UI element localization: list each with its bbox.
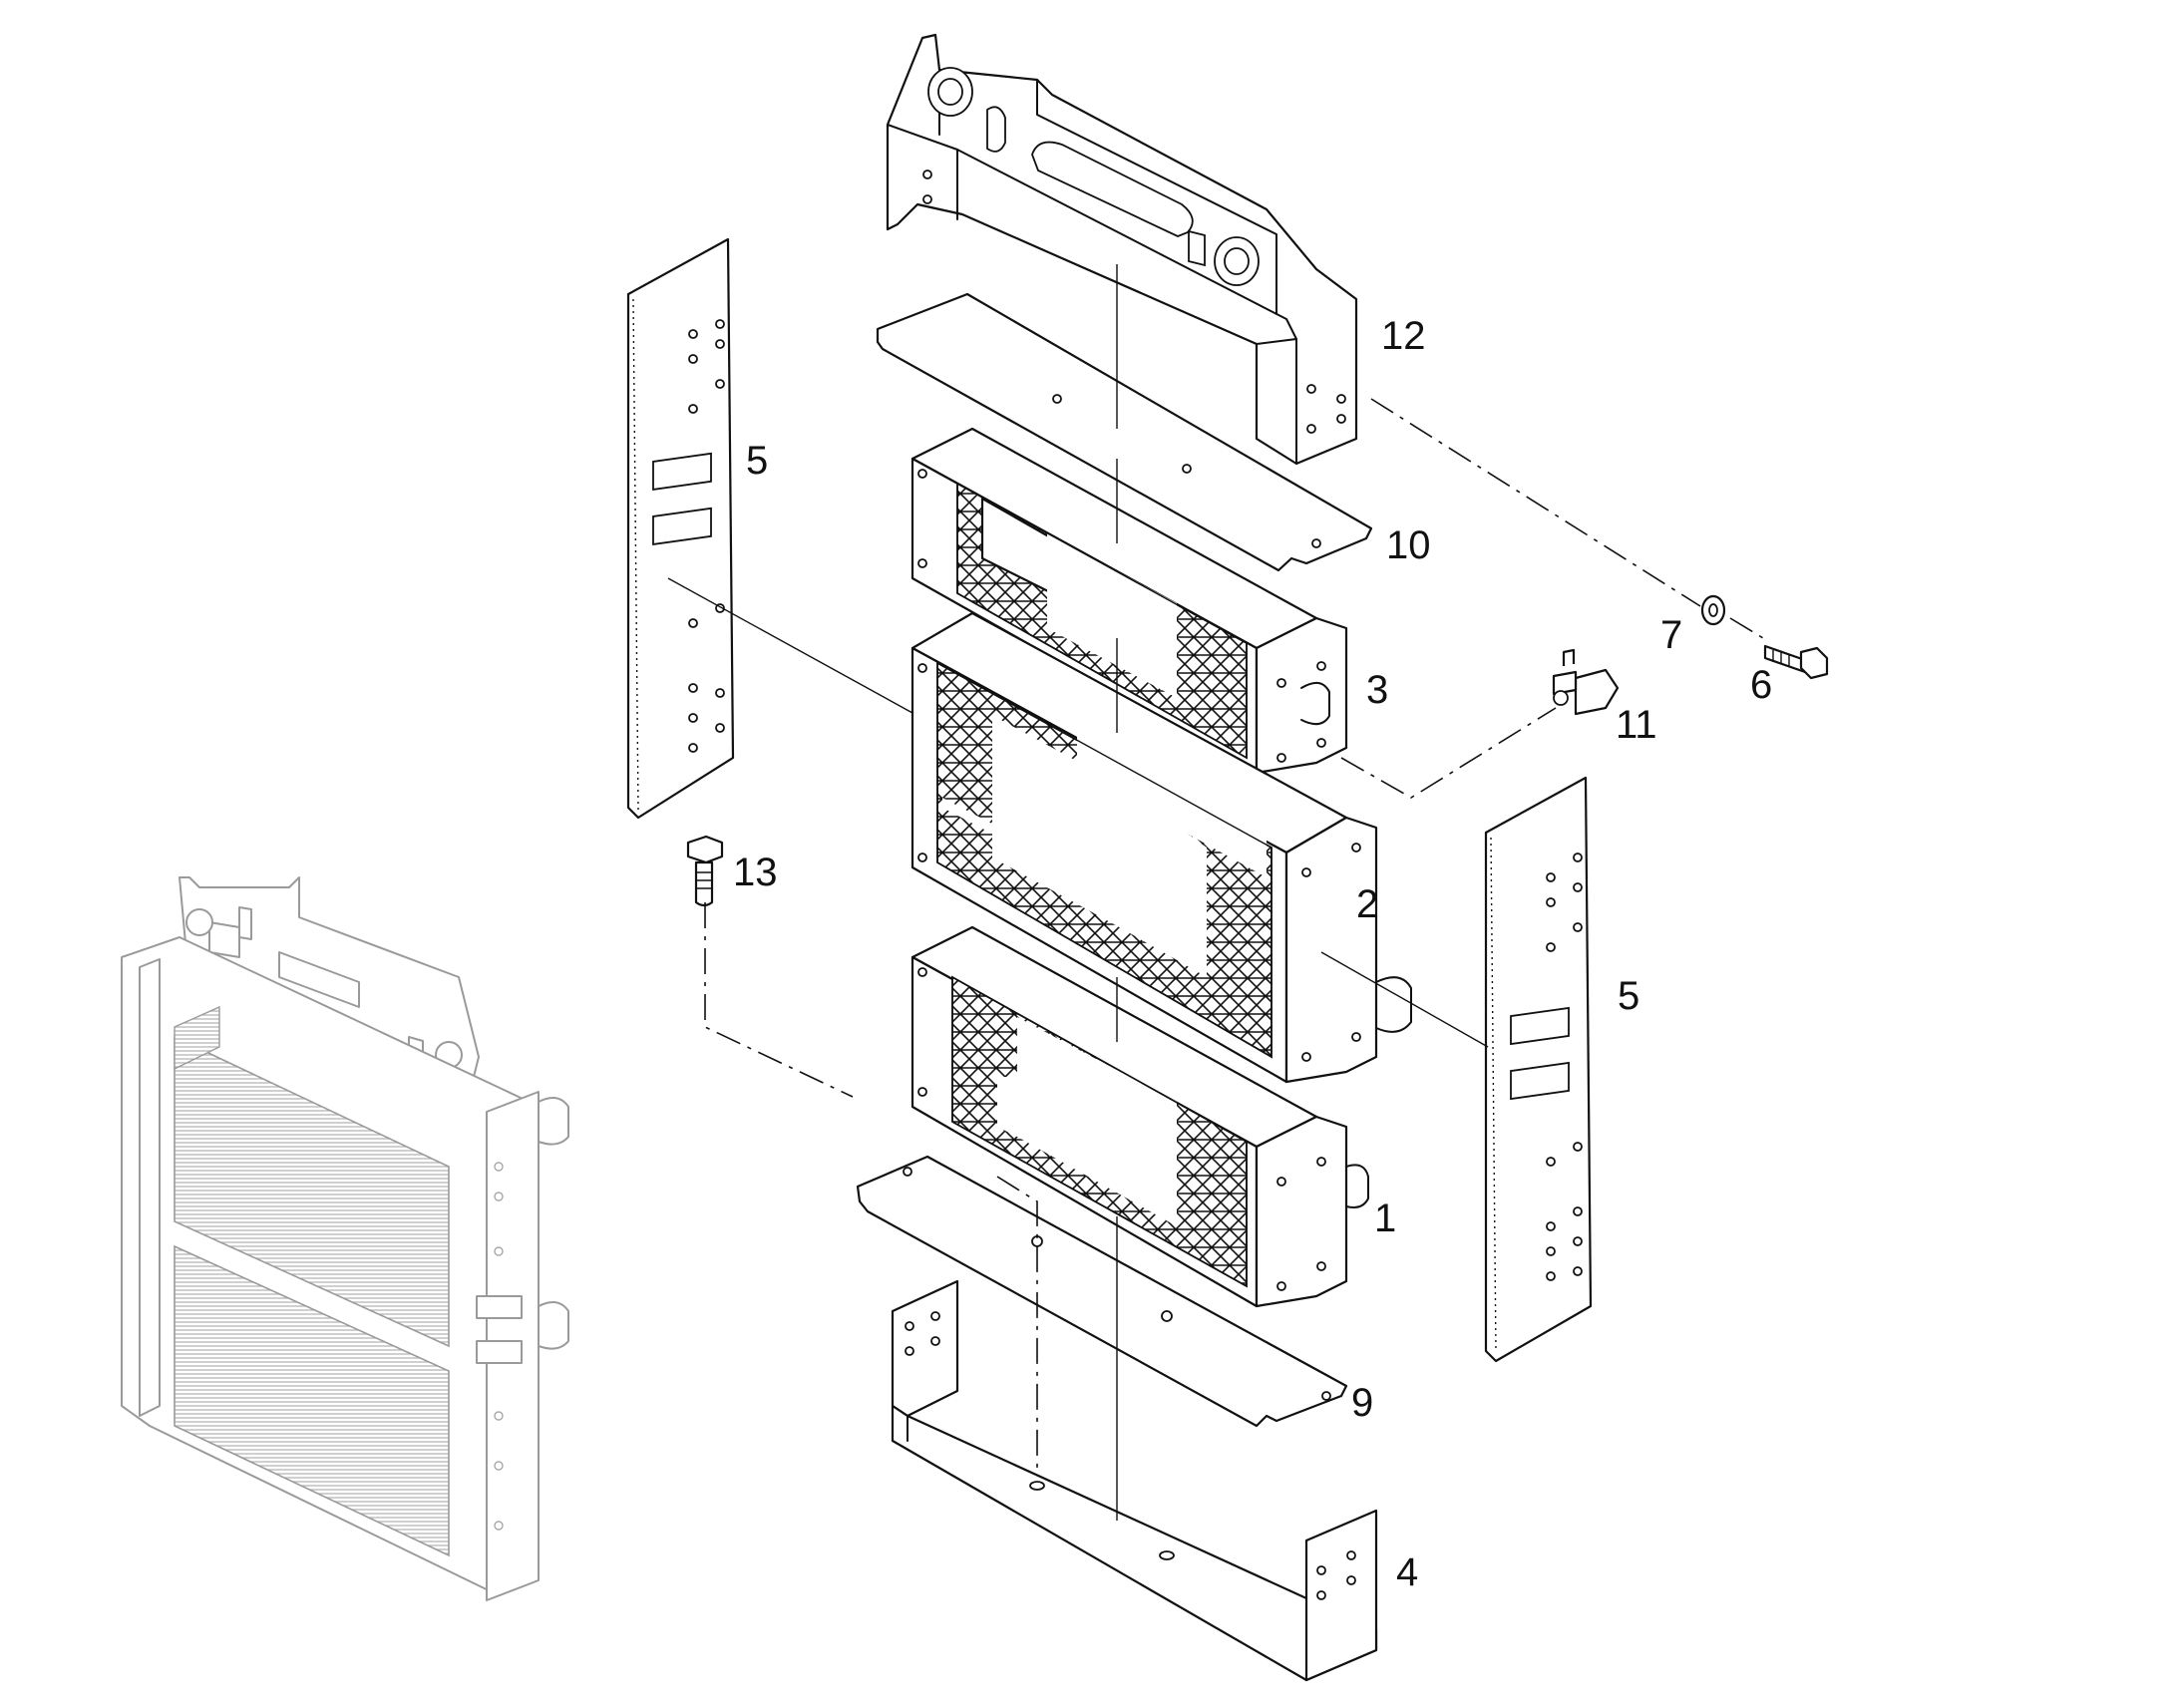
callout-1: 1 <box>1374 1196 1396 1240</box>
callout-13: 13 <box>733 851 778 894</box>
callout-6: 6 <box>1750 663 1772 707</box>
callout-2: 2 <box>1356 882 1378 926</box>
bottom-tray-part-4 <box>891 1279 1378 1682</box>
top-plate-part-10 <box>876 292 1373 572</box>
callout-12: 12 <box>1381 314 1426 358</box>
callout-3: 3 <box>1366 668 1388 712</box>
callout-9: 9 <box>1351 1381 1373 1425</box>
assembled-radiator-preview <box>121 876 569 1601</box>
right-side-plate-part-5 <box>1484 776 1593 1363</box>
leader-lines <box>667 264 1764 1521</box>
callout-5-right: 5 <box>1618 974 1639 1018</box>
bolt-part-13 <box>686 835 724 907</box>
lower-cooler-part-1 <box>910 925 1369 1308</box>
main-core-part-2 <box>910 611 1412 1084</box>
fitting-part-11 <box>1552 648 1620 716</box>
callout-7: 7 <box>1660 613 1682 657</box>
top-bracket-part-12 <box>886 33 1358 466</box>
washer-part-7 <box>1700 594 1726 626</box>
bolt-part-6 <box>1763 644 1829 680</box>
callout-4: 4 <box>1396 1550 1418 1594</box>
callout-5-left: 5 <box>746 439 768 483</box>
callout-11: 11 <box>1616 703 1657 747</box>
callout-10: 10 <box>1386 523 1431 567</box>
left-side-plate-part-5 <box>626 237 735 820</box>
upper-cooler-part-3 <box>910 427 1348 775</box>
